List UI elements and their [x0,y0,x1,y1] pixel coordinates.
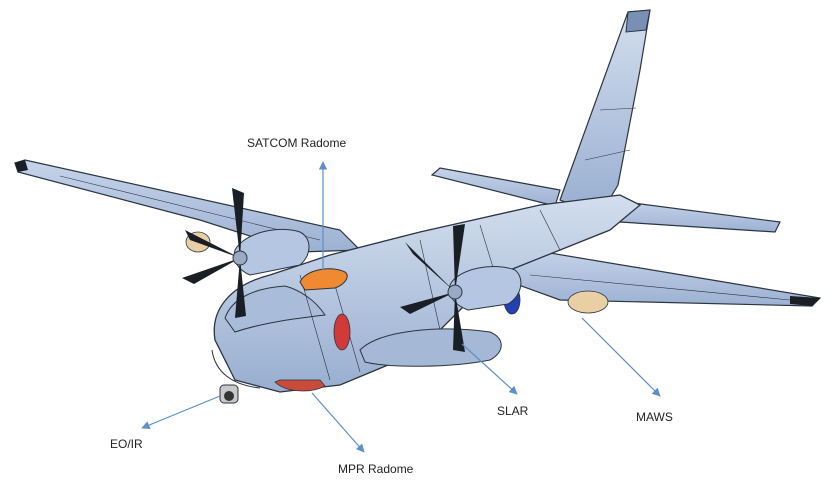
left-propeller-icon [182,188,248,318]
maws-label: MAWS [636,410,673,424]
left-stabilizer [430,167,561,207]
mpr-arrow [311,392,365,453]
mpr-radome [274,379,326,392]
left-engine-nacelle [233,228,310,276]
maws-arrow [581,317,661,397]
satcom-radome-label: SATCOM Radome [247,136,347,150]
left-wing [14,159,362,253]
mpr-radome-label: MPR Radome [338,462,414,476]
right-engine-nacelle [448,266,522,311]
eo-ir-label: EO/IR [110,437,143,451]
right-maws-pod [567,290,609,314]
right-propeller-icon [400,224,465,352]
eo-ir-arrow [141,395,221,430]
vertical-tail [559,9,651,216]
cockpit [224,285,326,333]
slar-pod [359,328,502,367]
satcom-radome [299,268,348,291]
red-side-panel [333,313,351,351]
slar-label: SLAR [497,404,529,418]
slar-arrow [461,343,518,395]
eo-ir-turret [219,384,239,404]
